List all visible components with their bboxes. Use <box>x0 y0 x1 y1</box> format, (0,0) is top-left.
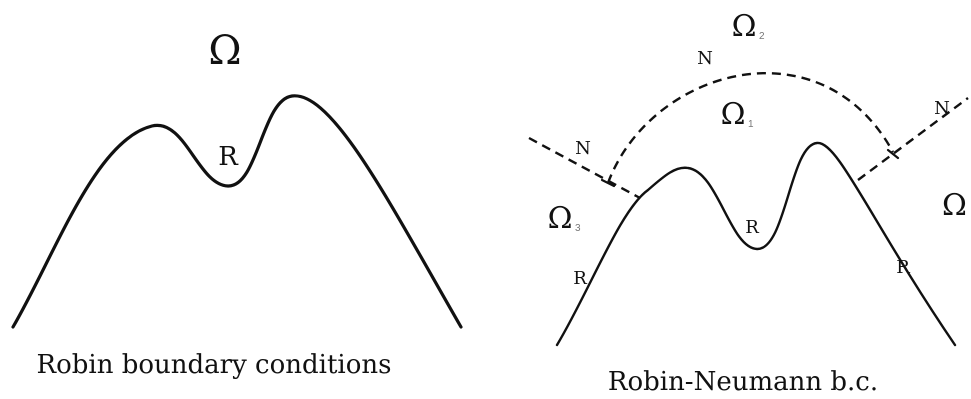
left-robin-label: R <box>218 142 239 172</box>
robin-label-right: R <box>896 257 910 278</box>
right-panel: Ω 2 Ω 1 Ω 3 Ω N N N R R R Robin-Neumann … <box>528 9 969 397</box>
omega-3-index: 3 <box>575 223 581 234</box>
dashed-arc-top <box>606 72 895 184</box>
left-panel: Ω R Robin boundary conditions <box>11 28 463 380</box>
omega-2-index: 2 <box>759 31 765 42</box>
neumann-label-right: N <box>934 98 950 119</box>
left-domain-boundary-curve <box>11 94 463 329</box>
robin-label-center: R <box>745 217 759 238</box>
dashed-line-right <box>857 97 969 181</box>
omega-2-label: Ω 2 <box>732 9 765 44</box>
junction-tick-right <box>886 148 900 160</box>
omega-1-label: Ω 1 <box>721 97 754 132</box>
robin-label-left: R <box>573 268 587 289</box>
omega-3-symbol: Ω <box>548 201 573 236</box>
omega-3-label: Ω 3 <box>548 201 581 236</box>
dashed-line-left <box>528 136 641 200</box>
left-caption: Robin boundary conditions <box>37 350 392 380</box>
right-domain-boundary-curve <box>555 141 957 347</box>
omega-2-symbol: Ω <box>732 9 757 44</box>
omega-1-index: 1 <box>748 119 754 130</box>
junction-tick-left <box>600 178 616 188</box>
left-omega-label: Ω <box>208 28 241 74</box>
omega-1-symbol: Ω <box>721 97 746 132</box>
neumann-label-top: N <box>697 48 713 69</box>
neumann-label-left: N <box>575 138 591 159</box>
right-caption: Robin-Neumann b.c. <box>608 367 878 397</box>
omega-outer-label: Ω <box>942 188 967 223</box>
